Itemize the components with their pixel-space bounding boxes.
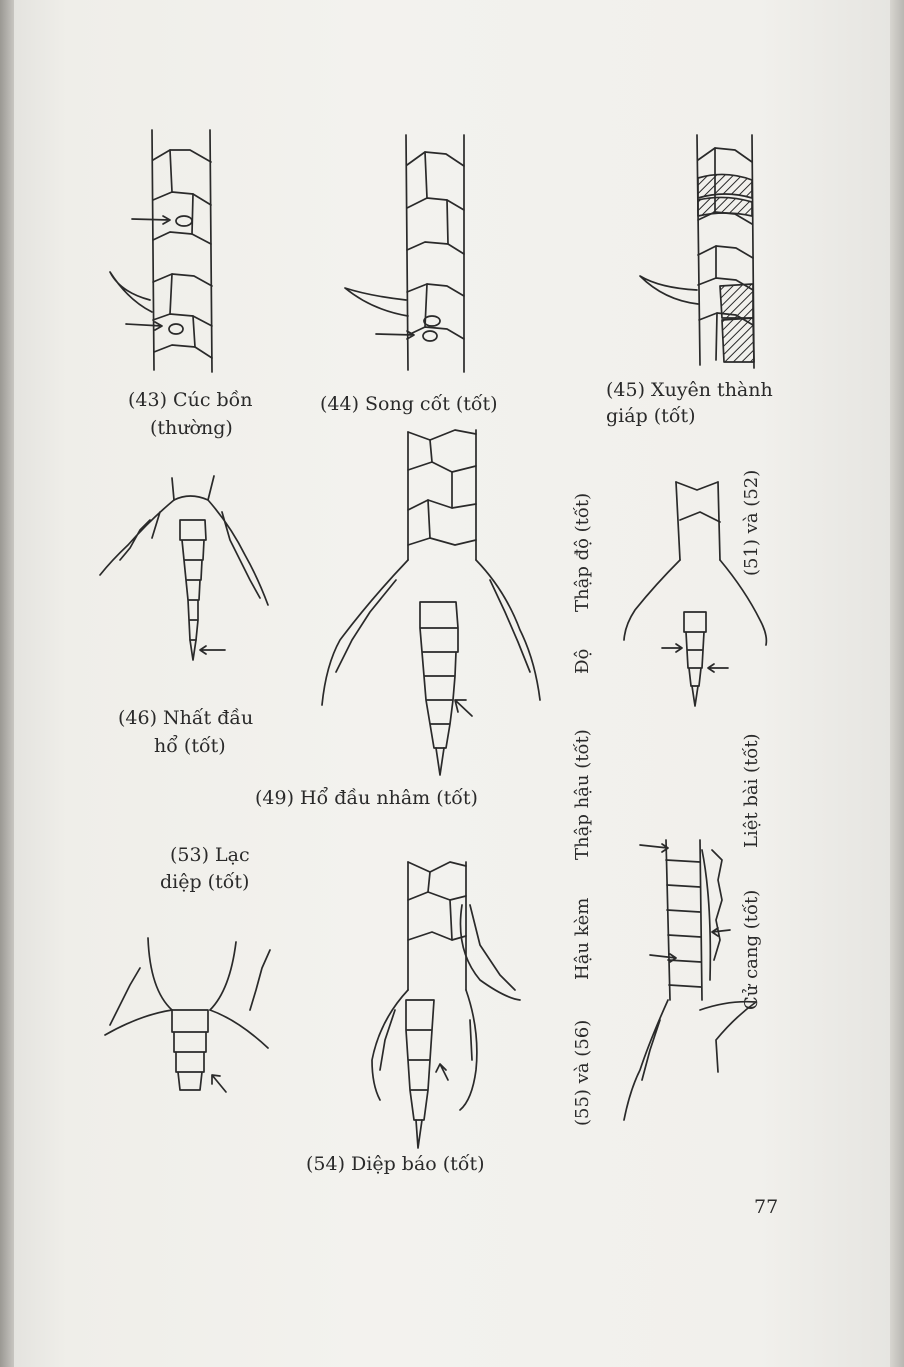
caption-thap-do: Thập độ (tốt) [572, 492, 593, 612]
caption-hau-kem: Hậu kèm [572, 897, 593, 980]
figure-55-56-leg [623, 839, 757, 1121]
caption-45-line1: (45) Xuyên thành [606, 379, 773, 401]
caption-46-line1: (46) Nhất đầu [118, 707, 254, 729]
figure-51-52-foot [623, 481, 768, 707]
figure-53-foot [104, 937, 271, 1093]
figure-45-leg [639, 134, 755, 369]
figure-43-leg [109, 129, 213, 373]
figure-54-foot [371, 861, 521, 1149]
caption-do: Độ [572, 648, 593, 674]
caption-45-line2: giáp (tốt) [606, 405, 696, 427]
caption-54: (54) Diệp báo (tốt) [306, 1153, 485, 1175]
caption-44: (44) Song cốt (tốt) [320, 393, 498, 415]
caption-43-line2: (thường) [150, 417, 233, 439]
caption-55-56: (55) và (56) [572, 1019, 593, 1126]
figure-46-foot [99, 475, 269, 661]
caption-thap-hau: Thập hậu (tốt) [572, 729, 593, 860]
figure-44-leg [344, 134, 465, 373]
caption-53-line2: diệp (tốt) [160, 871, 250, 893]
book-spine-shadow [0, 0, 14, 1367]
caption-53-line1: (53) Lạc [170, 844, 250, 866]
page-number: 77 [754, 1196, 779, 1218]
caption-51-52: (51) và (52) [741, 469, 762, 576]
figure-49-foot [321, 429, 541, 776]
page-stack-edge [890, 0, 904, 1367]
caption-cu-cang: Cử cang (tốt) [741, 889, 762, 1010]
caption-49: (49) Hổ đầu nhâm (tốt) [255, 787, 478, 809]
caption-43-line1: (43) Cúc bồn [128, 389, 253, 411]
caption-46-line2: hổ (tốt) [154, 735, 226, 757]
caption-liet-bai: Liệt bài (tốt) [741, 733, 762, 848]
book-page [14, 0, 890, 1367]
